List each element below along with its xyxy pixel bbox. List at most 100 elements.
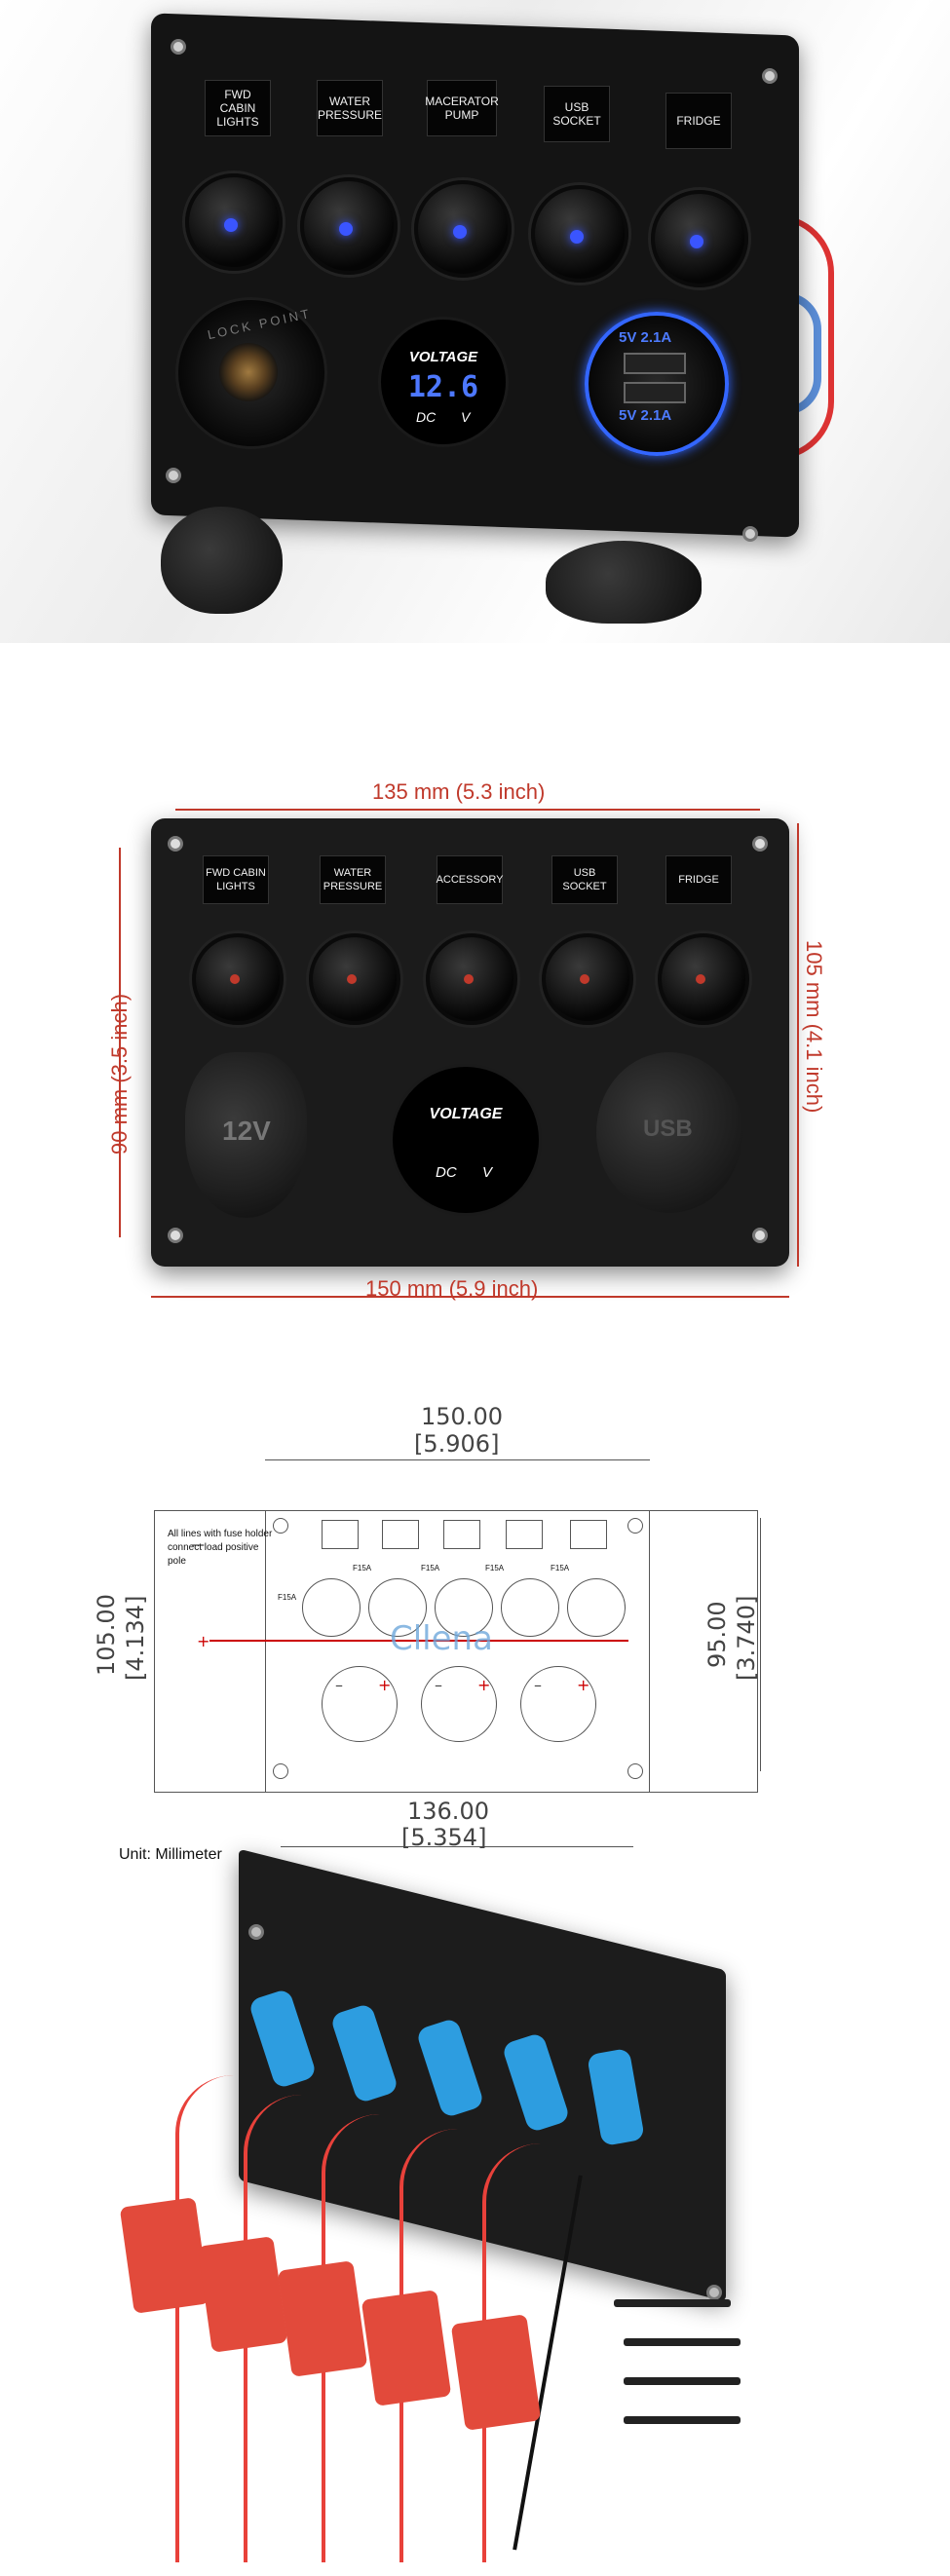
cad-hole-bl <box>273 1763 288 1779</box>
cad-socket-2 <box>421 1666 497 1742</box>
cad-socket-3-minus: – <box>534 1676 542 1694</box>
dim-right-text: 105 mm (4.1 inch) <box>802 940 826 1114</box>
dim-switch-label-5: FRIDGE <box>665 855 732 904</box>
dim-switch-label-4: USB SOCKET <box>551 855 618 904</box>
cad-watermark: Cllena <box>390 1619 493 1658</box>
dim-switch-label-3: ACCESSORY <box>437 855 503 904</box>
fuse-holder-5 <box>450 2314 542 2431</box>
voltmeter-v: V <box>461 409 471 425</box>
fuse-holder-3 <box>277 2260 368 2377</box>
led-5 <box>690 235 703 248</box>
cad-switch-5 <box>567 1578 626 1637</box>
cad-socket-2-plus: + <box>477 1676 491 1694</box>
cad-switch-box-4 <box>506 1520 543 1549</box>
mounting-screw-4 <box>624 2416 741 2424</box>
cad-bottom-in: [5.354] <box>401 1824 487 1851</box>
dim-bottom-text: 150 mm (5.9 inch) <box>365 1276 539 1301</box>
switch-label-5: FRIDGE <box>665 93 732 149</box>
dim-bottom-line <box>151 1296 789 1298</box>
dim-top-line <box>175 809 760 811</box>
cad-unit: Unit: Millimeter <box>119 1846 222 1863</box>
fuse-holder-1 <box>119 2197 210 2314</box>
cad-switch-2 <box>368 1578 427 1637</box>
voltmeter: VOLTAGE 12.6 DC V <box>378 317 509 447</box>
cad-switch-1 <box>302 1578 361 1637</box>
cad-switch-box-3 <box>443 1520 480 1549</box>
dim-right-line <box>797 823 799 1267</box>
screw-bottom-right <box>742 526 758 542</box>
dim-voltmeter-v: V <box>482 1164 493 1181</box>
screw-top-left <box>171 39 186 55</box>
usb-cap <box>546 541 702 624</box>
dim-led-5 <box>696 974 705 984</box>
usb-bottom-label: 5V 2.1A <box>619 407 672 424</box>
cad-plus-sign: + <box>197 1632 210 1650</box>
cad-left-mm: 105.00 <box>93 1594 120 1676</box>
dim-led-1 <box>230 974 240 984</box>
switch-label-2: WATER PRESSURE <box>317 80 383 136</box>
dim-usb-label: USB <box>643 1116 693 1142</box>
cad-switch-box-2 <box>382 1520 419 1549</box>
cad-switch-box-5 <box>570 1520 607 1549</box>
wiring-photo <box>0 1848 950 2576</box>
dim-led-4 <box>580 974 589 984</box>
cad-socket-1 <box>322 1666 398 1742</box>
cad-fuse-4: F15A <box>485 1564 505 1572</box>
dim-12v-label: 12V <box>222 1116 271 1146</box>
voltmeter-title: VOLTAGE <box>408 349 478 365</box>
screw-top-right <box>762 68 778 84</box>
dim-switch-label-1: FWD CABIN LIGHTS <box>203 855 269 904</box>
cad-socket-2-minus: – <box>435 1676 442 1694</box>
cad-socket-3-plus: + <box>577 1676 590 1694</box>
cad-note: All lines with fuse holder connect load … <box>168 1529 273 1567</box>
dim-screw-tl <box>168 836 183 852</box>
dim-screw-br <box>752 1228 768 1243</box>
cad-drawing: 150.00 [5.906] 105.00 [4.134] 95.00 [3.7… <box>0 1403 950 1871</box>
cad-fuse-5: F15A <box>551 1564 570 1572</box>
cad-right-mm: 95.00 <box>703 1601 731 1668</box>
dim-rocker-1 <box>192 933 284 1025</box>
cad-left-in: [4.134] <box>122 1595 149 1681</box>
cad-hole-br <box>627 1763 643 1779</box>
screw-bottom-left <box>166 468 181 483</box>
cad-socket-1-plus: + <box>378 1676 392 1694</box>
cad-switch-3 <box>435 1578 493 1637</box>
cad-inner-plate <box>265 1510 650 1793</box>
cad-switch-4 <box>501 1578 559 1637</box>
cad-top-mm: 150.00 <box>421 1403 503 1430</box>
lighter-cap <box>161 507 283 614</box>
dim-voltmeter: VOLTAGE DC V <box>390 1064 542 1216</box>
dim-top-text: 135 mm (5.3 inch) <box>372 779 546 804</box>
cad-fuse-1: F15A <box>278 1593 297 1602</box>
switch-label-4: USB SOCKET <box>544 86 610 142</box>
cad-minus-sign: — <box>191 1537 205 1553</box>
cad-top-dim <box>265 1459 650 1460</box>
dim-led-2 <box>347 974 357 984</box>
cad-top-in: [5.906] <box>414 1430 500 1458</box>
fuse-holder-4 <box>361 2290 452 2406</box>
voltmeter-dc: DC <box>416 409 437 425</box>
cad-bottom-dim <box>281 1846 633 1847</box>
cad-fuse-3: F15A <box>421 1564 440 1572</box>
cad-hole-tl <box>273 1518 288 1534</box>
dim-usb-cap <box>596 1052 742 1213</box>
mounting-screw-1 <box>614 2299 731 2307</box>
dim-led-3 <box>464 974 474 984</box>
cad-bottom-mm: 136.00 <box>407 1798 489 1825</box>
led-2 <box>339 222 353 236</box>
dim-voltmeter-title: VOLTAGE <box>429 1106 503 1122</box>
dim-12v-cap <box>185 1052 307 1218</box>
dimension-drawing: 135 mm (5.3 inch) 150 mm (5.9 inch) 90 m… <box>0 770 950 1345</box>
cad-right-in: [3.740] <box>733 1595 760 1681</box>
usb-port-bottom <box>624 382 686 403</box>
lighter-socket-hole <box>219 343 278 401</box>
cad-socket-1-minus: – <box>335 1676 343 1694</box>
switch-label-3: MACERATOR PUMP <box>425 80 499 136</box>
wiring-screw-br <box>706 2285 722 2300</box>
dim-switch-label-2: WATER PRESSURE <box>320 855 386 904</box>
cad-red-wire <box>209 1640 628 1642</box>
cad-socket-3 <box>520 1666 596 1742</box>
product-photo: FWD CABIN LIGHTS WATER PRESSURE MACERATO… <box>0 0 950 643</box>
cad-switch-box-1 <box>322 1520 359 1549</box>
mounting-screw-2 <box>624 2338 741 2346</box>
